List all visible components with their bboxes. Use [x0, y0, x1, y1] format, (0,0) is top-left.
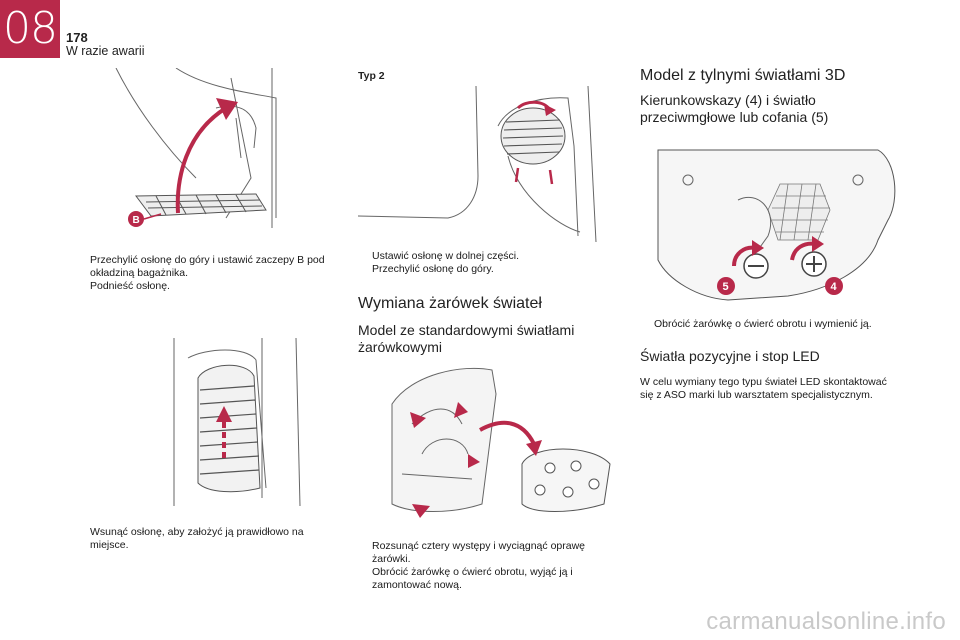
list-item: Obrócić żarówkę o ćwierć obrotu, wyjąć j… [372, 566, 573, 591]
page-number: 178 [66, 30, 88, 45]
chapter-number-tab: 08 [0, 0, 60, 58]
badge-4: 4 [831, 281, 838, 293]
type-label: Typ 2 [358, 70, 385, 82]
list-item: Obrócić żarówkę o ćwierć obrotu i wymien… [654, 318, 872, 330]
list-item: Przechylić osłonę do góry. [372, 263, 494, 275]
col2-instructions-1: Ustawić osłonę w dolnej części. Przechyl… [358, 250, 610, 276]
label-b: B [133, 215, 140, 226]
subheading-indicators: Kierunkowskazy (4) i światło przeciwmgło… [640, 92, 829, 125]
section-title: W razie awarii [66, 44, 145, 58]
figure-standard-lamp-unit [372, 364, 616, 528]
subheading-standard-model: Model ze standardowymi światłami żarówko… [358, 322, 575, 355]
list-item: Przechylić osłonę do góry i ustawić zacz… [90, 254, 325, 279]
list-item: Podnieść osłonę. [90, 280, 170, 292]
watermark: carmanualsonline.info [706, 608, 946, 635]
figure-grille-insert [76, 338, 328, 506]
col2-instructions-2: Rozsunąć cztery występy i wyciągnąć opra… [358, 540, 610, 592]
heading-bulb-replacement: Wymiana żarówek świateł [358, 295, 542, 312]
led-paragraph: W celu wymiany tego typu świateł LED sko… [640, 376, 887, 401]
figure-type2-cover [358, 86, 610, 242]
heading-led-lights: Światła pozycyjne i stop LED [640, 348, 820, 364]
list-item: Rozsunąć cztery występy i wyciągnąć opra… [372, 540, 586, 565]
col1-instructions-2: Wsunąć osłonę, aby założyć ją prawidłowo… [76, 526, 328, 552]
heading-3d-model: Model z tylnymi światłami 3D [640, 67, 846, 84]
figure-3d-lamp-unit: 5 4 [648, 140, 904, 304]
list-item: Wsunąć osłonę, aby założyć ją prawidłowo… [90, 526, 304, 551]
col1-instructions-1: Przechylić osłonę do góry i ustawić zacz… [76, 254, 328, 293]
list-item: Ustawić osłonę w dolnej części. [372, 250, 520, 262]
badge-5: 5 [723, 281, 729, 293]
figure-trunk-cover-tilt: B [76, 68, 328, 236]
col3-instructions-1: Obrócić żarówkę o ćwierć obrotu i wymien… [640, 318, 920, 331]
